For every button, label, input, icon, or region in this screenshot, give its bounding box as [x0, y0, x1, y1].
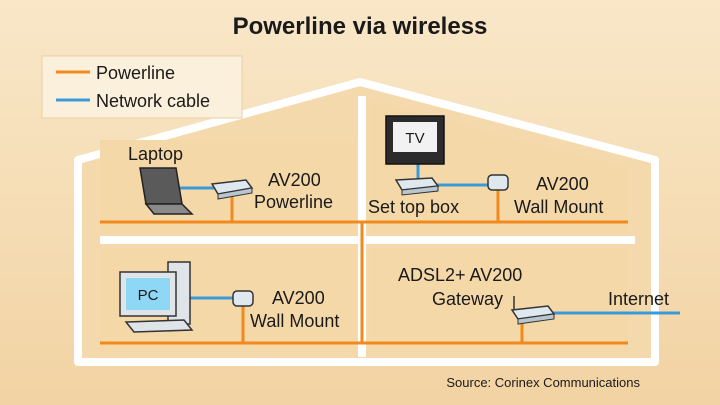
av200-wall-mount-bottom-label-1: AV200 [272, 288, 325, 308]
av200-wall-mount-bottom-icon [232, 290, 254, 307]
av200-wall-mount-top-icon [487, 174, 509, 191]
room-bottom-right [370, 248, 628, 352]
set-top-box-label: Set top box [368, 197, 459, 217]
av200-powerline-label-1: AV200 [268, 170, 321, 190]
gateway-icon [510, 296, 556, 325]
av200-wall-mount-top-label-1: AV200 [536, 174, 589, 194]
legend-box [41, 55, 243, 119]
tv-icon: TV [385, 115, 445, 165]
internet-label: Internet [608, 289, 669, 309]
network-cabling [180, 164, 680, 315]
legend: Powerline Network cable [41, 55, 243, 119]
gateway-label-2: Gateway [432, 289, 503, 309]
set-top-box-icon [394, 177, 440, 196]
gateway-label-1: ADSL2+ AV200 [398, 265, 522, 285]
legend-network-label: Network cable [96, 91, 210, 111]
pc-icon: PC [119, 261, 194, 333]
tv-label: TV [405, 130, 424, 147]
laptop-icon [139, 167, 194, 215]
diagram-title: Powerline via wireless [233, 13, 488, 40]
av200-powerline-adapter-icon [210, 179, 254, 200]
av200-wall-mount-bottom-label-2: Wall Mount [250, 311, 339, 331]
laptop-label: Laptop [128, 144, 183, 164]
av200-wall-mount-top-label-2: Wall Mount [514, 197, 603, 217]
av200-powerline-label-2: Powerline [254, 192, 333, 212]
source-credit: Source: Corinex Communications [446, 375, 640, 390]
pc-label: PC [138, 287, 159, 304]
legend-powerline-label: Powerline [96, 63, 175, 83]
